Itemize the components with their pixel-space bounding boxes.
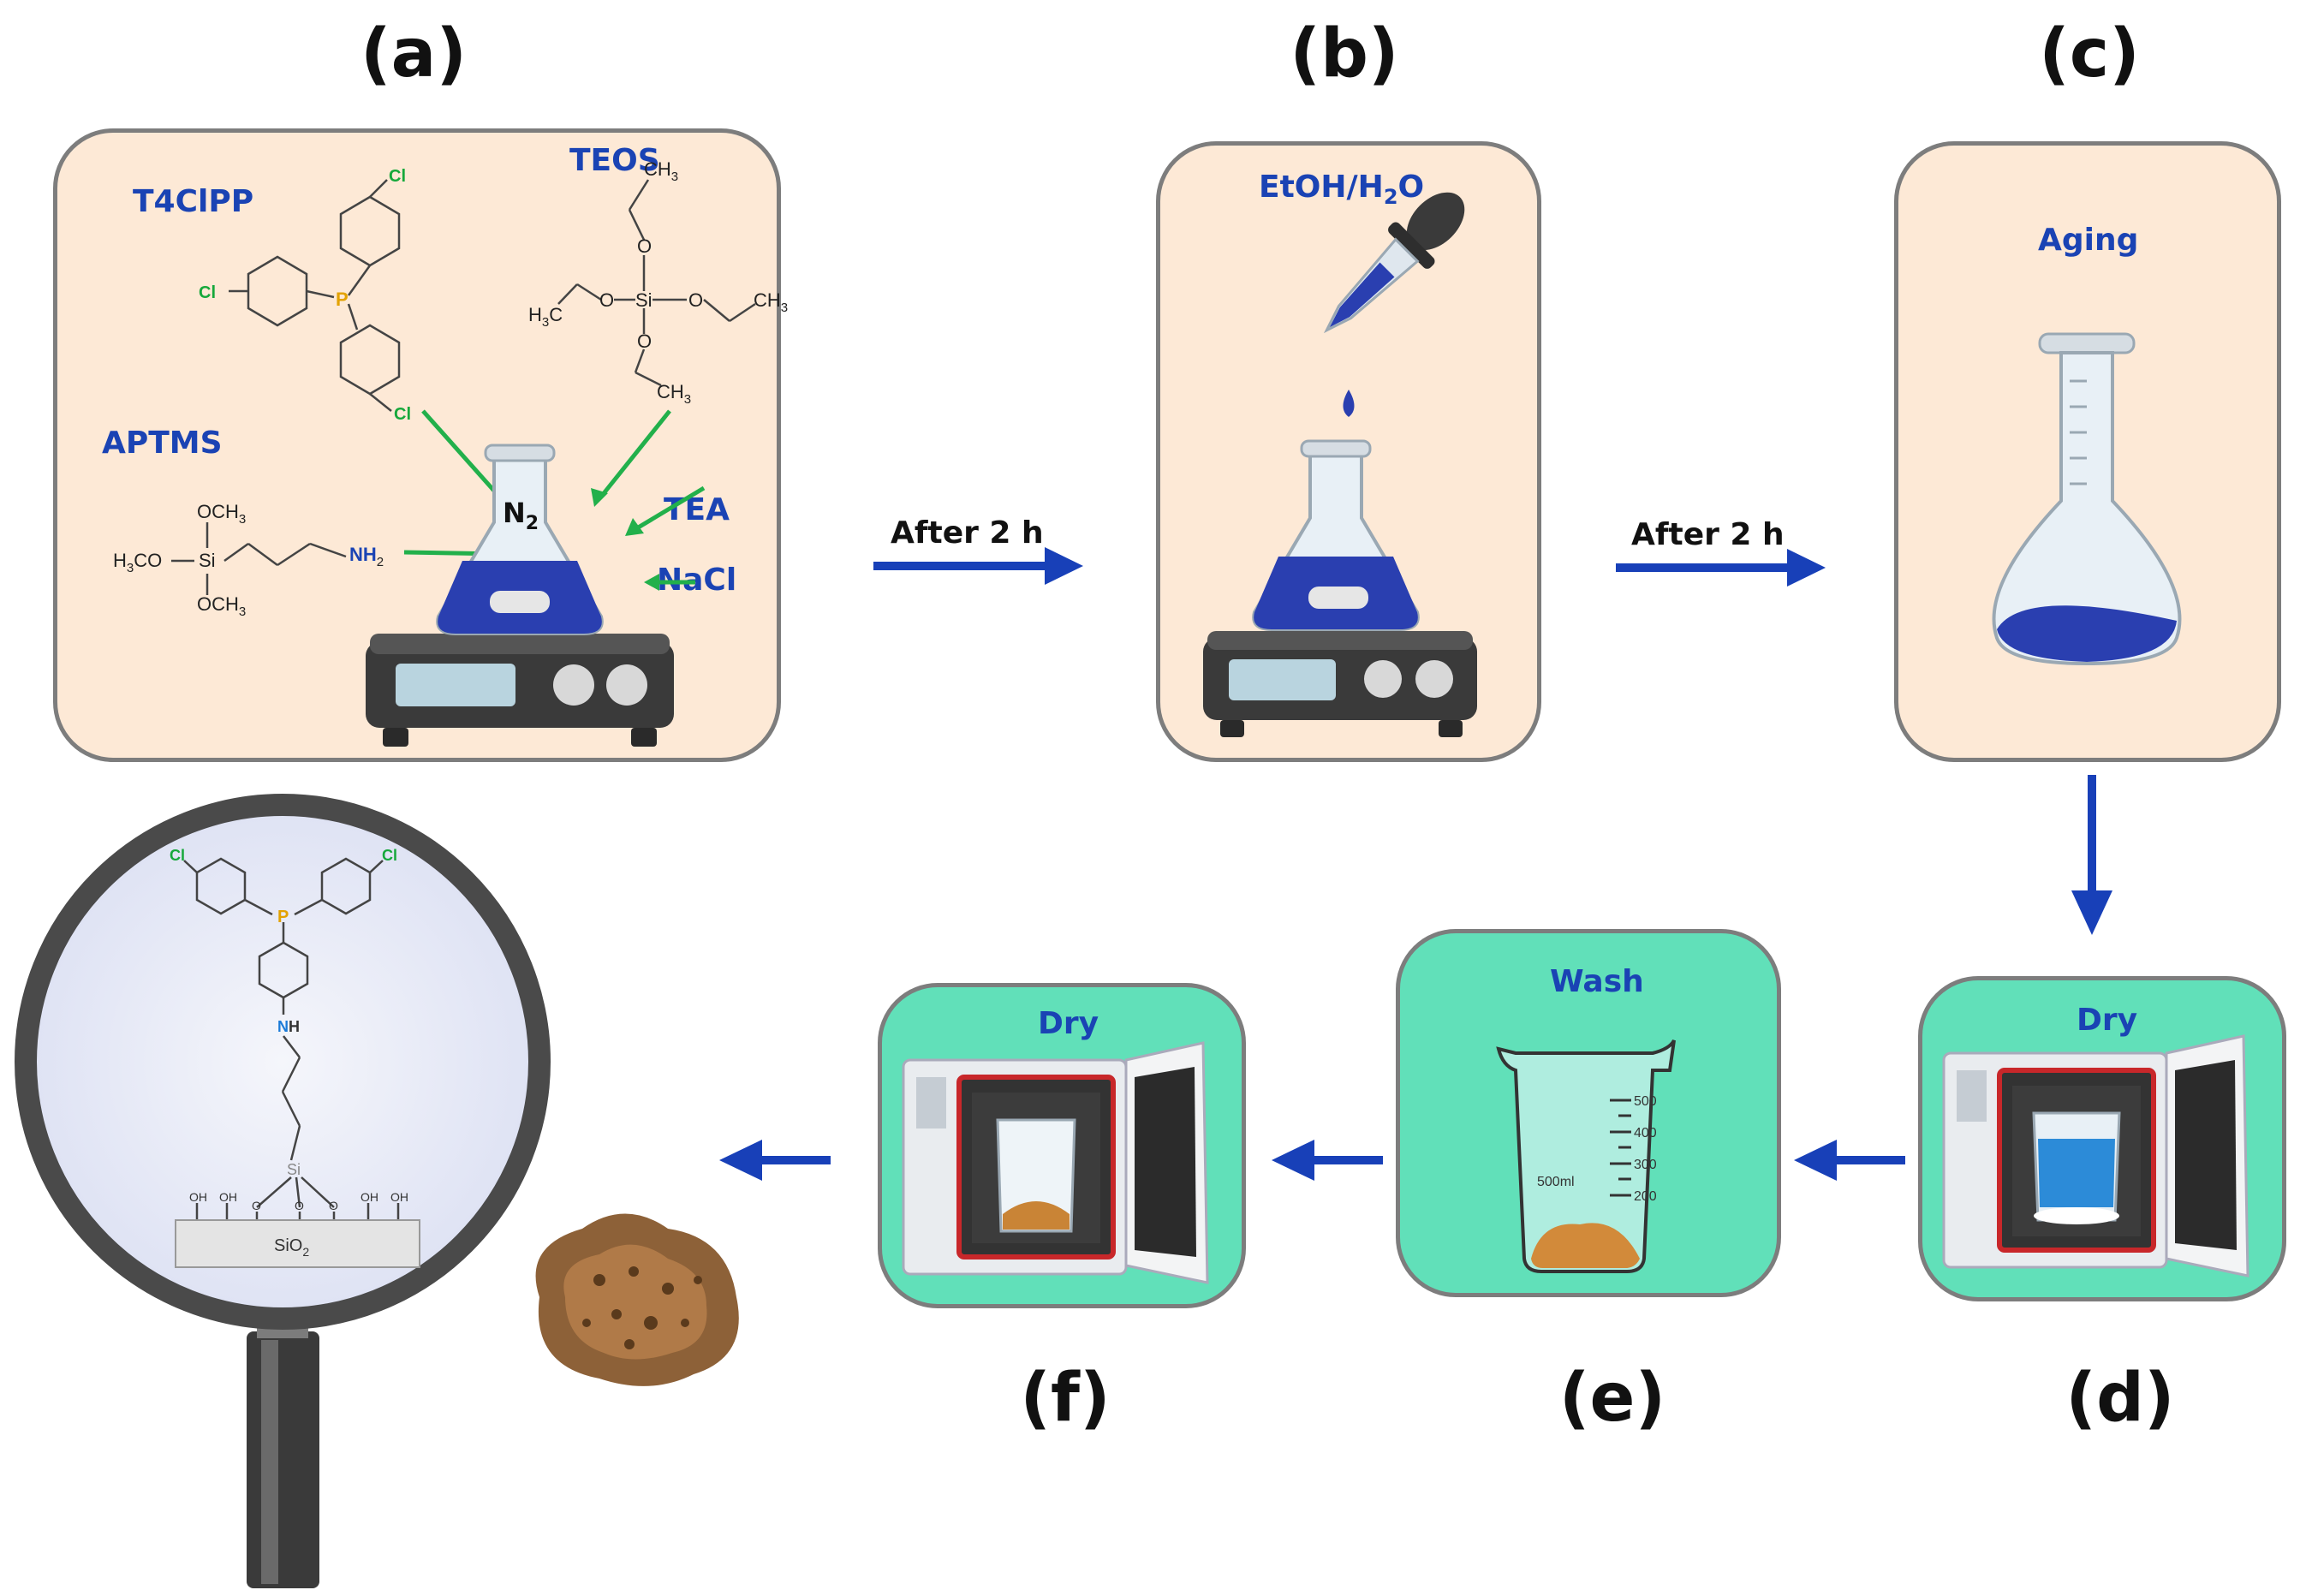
panel-label-c: (c) <box>2039 15 2140 92</box>
panel-a-box: T4ClPP TEOS APTMS TEA NaCl P Cl Cl Cl <box>53 128 788 762</box>
aptms-structure <box>171 522 347 595</box>
arrow-ab <box>873 547 1083 585</box>
t4clpp-p: P <box>336 289 349 310</box>
panel-f-box: Dry <box>878 983 1246 1308</box>
teos-ch3-top: CH3 <box>644 158 678 184</box>
blue-beaker-icon <box>2032 1111 2121 1224</box>
aptms-label: APTMS <box>102 426 223 461</box>
grafted-molecule <box>183 857 400 1220</box>
porous-material-icon <box>535 1213 739 1386</box>
lens-oh-4: OH <box>390 1190 408 1204</box>
panel-d-box: Dry <box>1918 976 2286 1301</box>
aging-label: Aging <box>2038 223 2139 258</box>
aptms-si: Si <box>199 550 216 571</box>
lens-o-1: O <box>252 1199 261 1212</box>
hot-plate-stirrer-b <box>1203 631 1477 737</box>
orange-particles <box>1531 1223 1640 1268</box>
teos-structure <box>557 179 756 387</box>
oven-d <box>1942 1034 2249 1277</box>
t4clpp-cl-left: Cl <box>199 283 216 302</box>
panel-c-drawing <box>1992 332 2182 666</box>
n2-label: N2 <box>503 497 539 534</box>
t4clpp-cl-bottom: Cl <box>394 405 411 424</box>
magnifier: Cl Cl P NH Si OH OH O O O OH OH SiO2 <box>15 794 551 1588</box>
teos-o-bottom: O <box>637 331 652 352</box>
arrow-cd <box>2071 775 2112 935</box>
panel-b-drawing <box>1203 192 1477 737</box>
tick-200: 200 <box>1634 1189 1657 1204</box>
t4clpp-cl-top: Cl <box>389 167 406 186</box>
tick-500: 500 <box>1634 1094 1657 1109</box>
arrow-ab-label: After 2 h <box>891 515 1044 551</box>
erlenmeyer-flask-a <box>436 444 604 635</box>
arrow-bc-label: After 2 h <box>1631 517 1785 552</box>
volume-label: 500ml <box>1537 1175 1575 1189</box>
arrow-de <box>1794 1140 1905 1181</box>
aptms-och3-top: OCH3 <box>197 501 246 527</box>
t4clpp-label: T4ClPP <box>133 184 254 219</box>
teos-o-left: O <box>599 289 614 311</box>
arrow-fg <box>719 1140 831 1181</box>
tea-label: TEA <box>664 492 730 527</box>
teos-ch3-bottom: CH3 <box>657 381 691 407</box>
green-arrows <box>403 409 706 585</box>
teos-ch3-right: CH3 <box>754 289 788 315</box>
arrow-bc <box>1616 549 1826 587</box>
dry-label-d: Dry <box>2077 1003 2138 1038</box>
wash-label: Wash <box>1550 964 1644 999</box>
solvent-label: EtOH/H2O <box>1259 170 1425 210</box>
t4clpp-structure <box>229 179 401 412</box>
teos-si: Si <box>635 289 652 311</box>
drop-icon <box>1343 390 1355 417</box>
lens-o-2: O <box>295 1199 304 1212</box>
magnifier-lens <box>15 794 551 1330</box>
erlenmeyer-flask-b <box>1252 439 1420 631</box>
arrow-head-tea <box>625 518 644 536</box>
dry-label-f: Dry <box>1038 1006 1099 1041</box>
panel-label-a: (a) <box>360 15 467 92</box>
oven-f <box>902 1041 1209 1284</box>
dropper-icon <box>1323 192 1465 334</box>
hot-plate-stirrer <box>366 634 674 747</box>
teos-o-right: O <box>688 289 703 311</box>
lens-oh-1: OH <box>189 1190 207 1204</box>
silica-surface-label: SiO2 <box>274 1236 309 1259</box>
panel-label-f: (f) <box>1020 1360 1111 1437</box>
arrow-ef <box>1272 1140 1383 1181</box>
teos-h3c: H3C <box>528 304 563 330</box>
arrow-head-teos <box>591 488 608 507</box>
tick-300: 300 <box>1634 1158 1657 1172</box>
panel-a-drawing: P Cl Cl Cl CH3 O Si O CH3 O H3C O CH3 <box>113 158 788 747</box>
panel-label-d: (d) <box>2065 1360 2175 1437</box>
aptms-h3co: H3CO <box>113 550 162 575</box>
panel-label-b: (b) <box>1290 15 1399 92</box>
silica-surface <box>175 1219 420 1268</box>
panel-e-box: Wash 500 400 300 200 500ml <box>1396 929 1781 1297</box>
teos-o-top: O <box>637 235 652 257</box>
tick-400: 400 <box>1634 1126 1657 1140</box>
arrow-head-nacl <box>644 574 659 591</box>
panel-label-e: (e) <box>1558 1360 1666 1437</box>
lens-oh-2: OH <box>219 1190 237 1204</box>
aptms-och3-bottom: OCH3 <box>197 593 246 619</box>
lens-cl-right: Cl <box>382 847 397 864</box>
beaker-e: 500 400 300 200 500ml <box>1496 1039 1676 1273</box>
lens-p: P <box>277 908 289 926</box>
lens-cl-left: Cl <box>170 847 185 864</box>
beaker-powder-icon <box>996 1118 1076 1233</box>
aptms-nh2: NH2 <box>349 544 384 569</box>
lens-si: Si <box>287 1161 301 1178</box>
lens-oh-3: OH <box>360 1190 378 1204</box>
lens-o-3: O <box>329 1199 338 1212</box>
panel-c-box: Aging <box>1894 141 2281 762</box>
panel-b-box: EtOH/H2O <box>1156 141 1541 762</box>
lens-nh: NH <box>277 1018 300 1035</box>
teos-label: TEOS <box>569 143 660 178</box>
magnifier-handle <box>247 1331 319 1588</box>
volumetric-flask-icon <box>1992 332 2182 666</box>
